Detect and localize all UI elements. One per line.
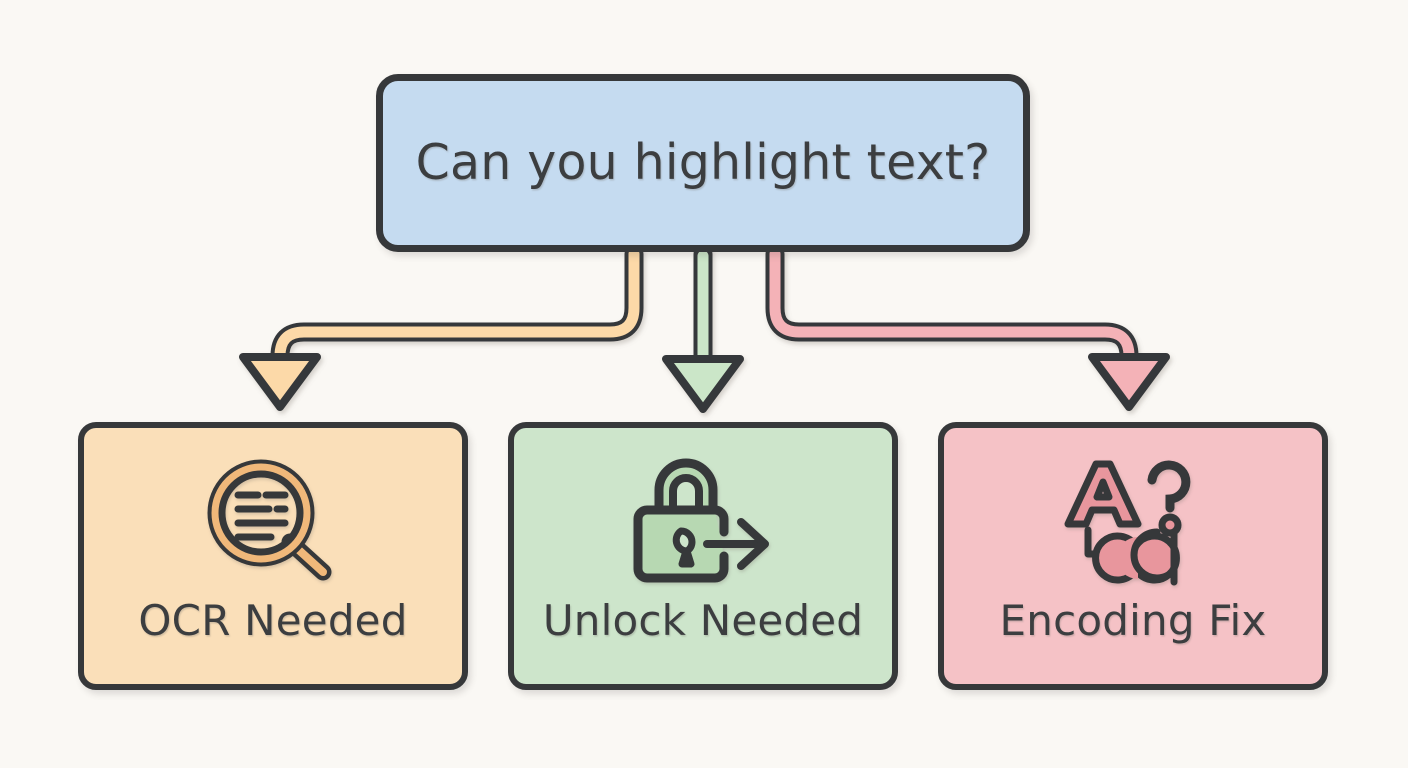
outcome-label-unlock: Unlock Needed <box>542 596 864 645</box>
connector-to-ocr <box>239 244 644 411</box>
outcome-label-ocr: OCR Needed <box>138 596 408 645</box>
magnifier-text-icon <box>206 458 340 586</box>
outcome-node-unlock: Unlock Needed <box>508 422 898 690</box>
outcome-node-encoding: Encoding Fix <box>938 422 1328 690</box>
outcome-label-encoding: Encoding Fix <box>999 596 1267 645</box>
question-node: Can you highlight text? <box>376 74 1030 252</box>
question-text: Can you highlight text? <box>415 134 991 192</box>
padlock-arrow-icon <box>629 458 777 586</box>
character-encoding-icon <box>1058 458 1208 586</box>
connector-to-encoding <box>765 244 1170 411</box>
outcome-node-ocr: OCR Needed <box>78 422 468 690</box>
connector-to-unlock <box>662 244 744 413</box>
